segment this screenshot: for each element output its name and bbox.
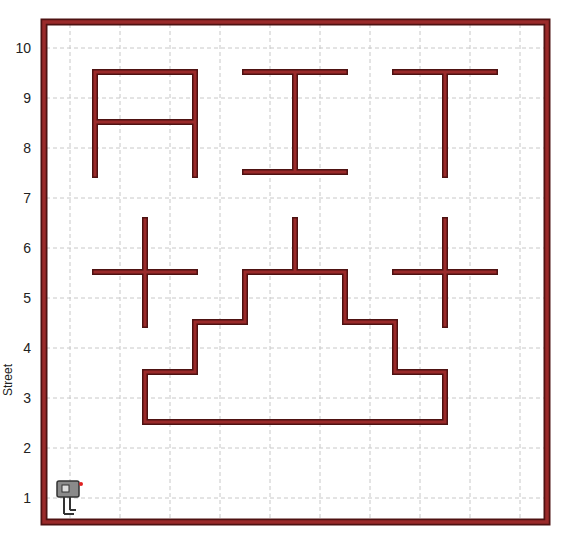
street-number: 10 bbox=[15, 41, 31, 55]
street-number: 1 bbox=[23, 491, 31, 505]
walls bbox=[44, 22, 547, 522]
axis-title: Street bbox=[2, 364, 14, 396]
street-number: 6 bbox=[23, 241, 31, 255]
street-number: 8 bbox=[23, 141, 31, 155]
grid-lines bbox=[46, 24, 545, 520]
street-number: 7 bbox=[23, 191, 31, 205]
street-number: 9 bbox=[23, 91, 31, 105]
street-number: 2 bbox=[23, 441, 31, 455]
street-number: 4 bbox=[23, 341, 31, 355]
karel-robot bbox=[57, 481, 83, 514]
street-number: 5 bbox=[23, 291, 31, 305]
street-number: 3 bbox=[23, 391, 31, 405]
